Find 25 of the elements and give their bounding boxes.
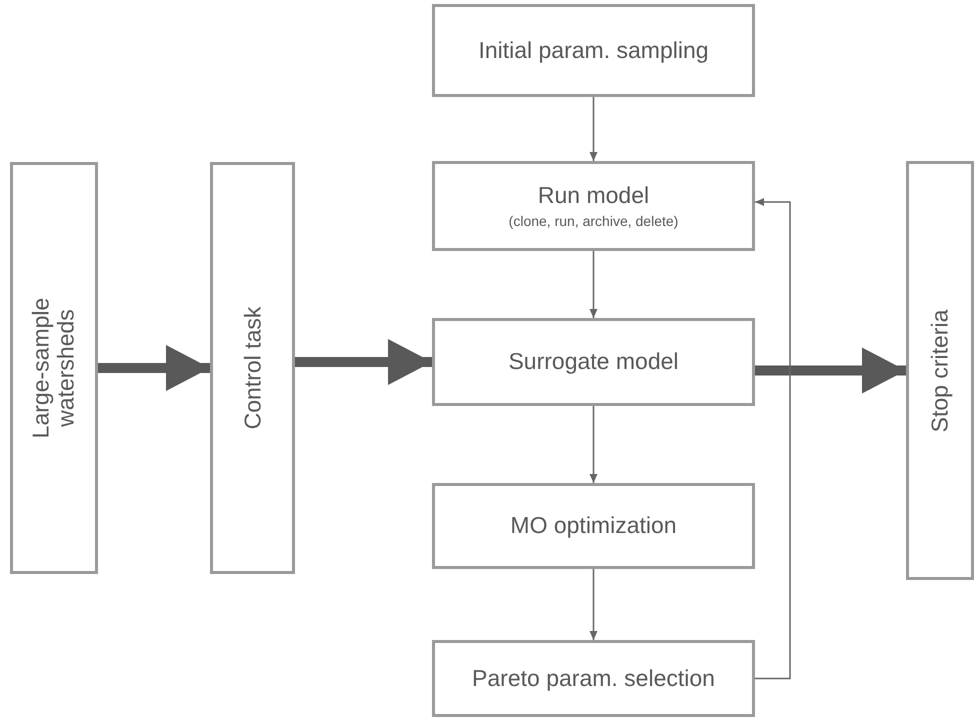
- arrow: [755, 348, 906, 394]
- process-box: [906, 161, 974, 580]
- box-label: Initial param. sampling: [477, 38, 710, 64]
- arrow: [590, 251, 598, 318]
- process-box: [432, 483, 755, 569]
- arrow: [755, 198, 791, 680]
- arrow: [295, 339, 432, 385]
- process-box: [10, 162, 98, 574]
- box-label: Pareto param. selection: [471, 666, 716, 692]
- process-box: [210, 162, 295, 574]
- box-label: Surrogate model: [507, 349, 680, 375]
- process-box: [432, 161, 755, 251]
- box-label: Run model: [536, 183, 650, 209]
- process-box: [432, 640, 755, 717]
- box-label: MO optimization: [509, 513, 678, 539]
- arrow: [98, 345, 210, 391]
- box-label: Stop criteria: [927, 308, 953, 434]
- box-label: Large-sample watersheds: [28, 296, 80, 440]
- box-label: Control task: [240, 306, 266, 432]
- arrow: [590, 406, 598, 483]
- arrow: [590, 97, 598, 161]
- box-note: (clone, run, archive, delete): [508, 212, 680, 229]
- arrow: [590, 569, 598, 640]
- process-box: [432, 318, 755, 406]
- process-box: [432, 4, 755, 97]
